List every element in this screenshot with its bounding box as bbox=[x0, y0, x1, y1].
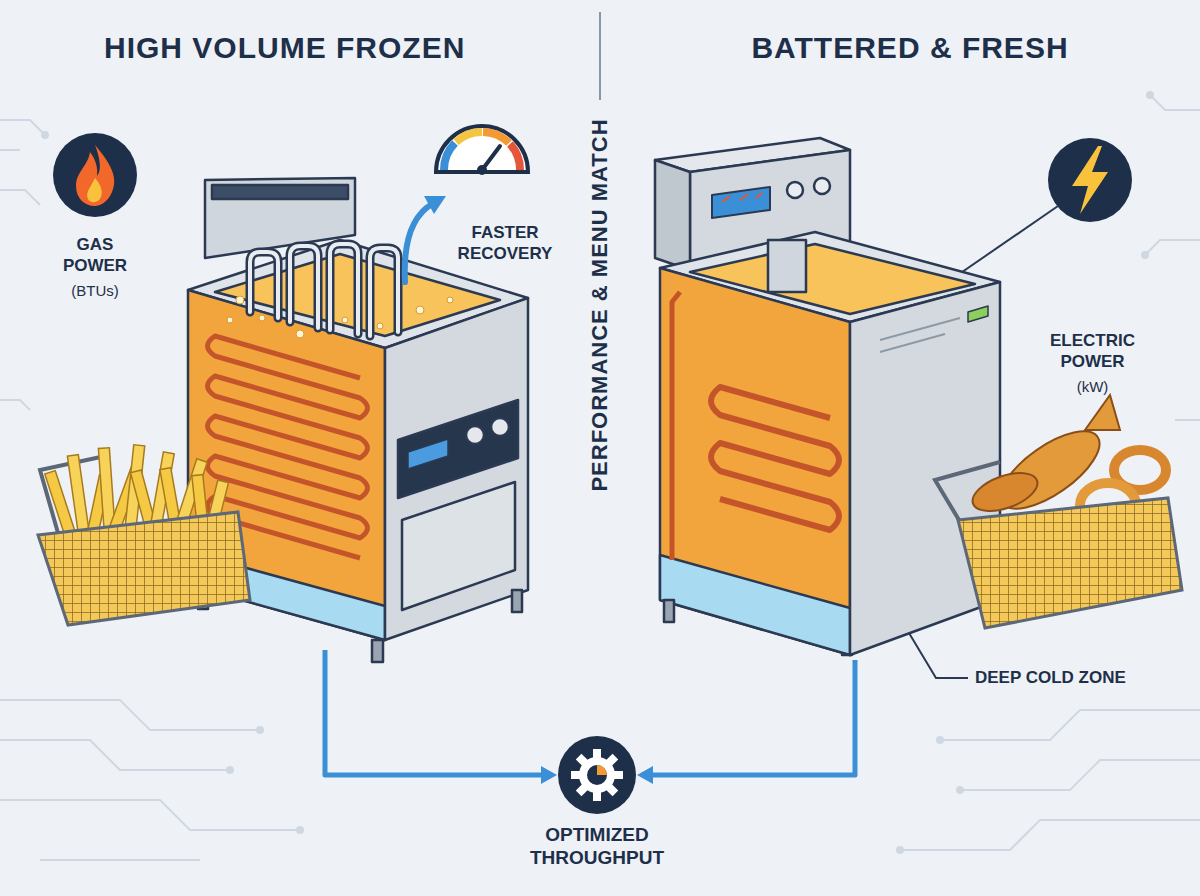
connector-line bbox=[325, 650, 543, 775]
flow-connector bbox=[325, 650, 557, 784]
circuit-dots bbox=[41, 91, 1154, 854]
fryer-panel: HIGH VOLUME FROZEN bbox=[100, 28, 538, 650]
electric-icon bbox=[1048, 138, 1132, 222]
section-heading: BATTERED & FRESH bbox=[726, 28, 1094, 68]
flow-connector bbox=[637, 660, 855, 784]
fries-basket bbox=[38, 445, 250, 625]
arrow-head bbox=[541, 766, 557, 784]
heat-pipes bbox=[250, 244, 398, 336]
vertical-label: PERFORMANCE & MENU MATCH bbox=[586, 95, 614, 515]
battered-basket bbox=[935, 395, 1182, 628]
gas-icon bbox=[53, 133, 137, 217]
callout-label: (kW) bbox=[1035, 376, 1150, 397]
electric-fryer bbox=[655, 138, 1000, 655]
gear-circle bbox=[557, 735, 637, 815]
callout-label: GAS POWER bbox=[55, 234, 135, 276]
callout-label: (BTUs) bbox=[50, 280, 140, 301]
oil-bubbles bbox=[227, 296, 453, 338]
callout-label: ELECTRIC POWER bbox=[1035, 330, 1150, 372]
node-caption: OPTIMIZED THROUGHPUT bbox=[487, 823, 707, 869]
circuit-lines bbox=[0, 95, 1200, 860]
fryer-panel: BATTERED & FRESH bbox=[726, 28, 1094, 660]
section-heading: HIGH VOLUME FROZEN bbox=[100, 28, 538, 68]
recovery-arrow bbox=[405, 196, 446, 282]
throughput-node: OPTIMIZED THROUGHPUT bbox=[557, 735, 637, 815]
connector-line bbox=[651, 660, 855, 775]
callout-label: DEEP COLD ZONE bbox=[975, 667, 1175, 688]
divider-line bbox=[599, 12, 601, 100]
recovery-gauge bbox=[436, 126, 528, 175]
callout-label: FASTER RECOVERY bbox=[450, 222, 560, 264]
arrow-head bbox=[637, 766, 653, 784]
